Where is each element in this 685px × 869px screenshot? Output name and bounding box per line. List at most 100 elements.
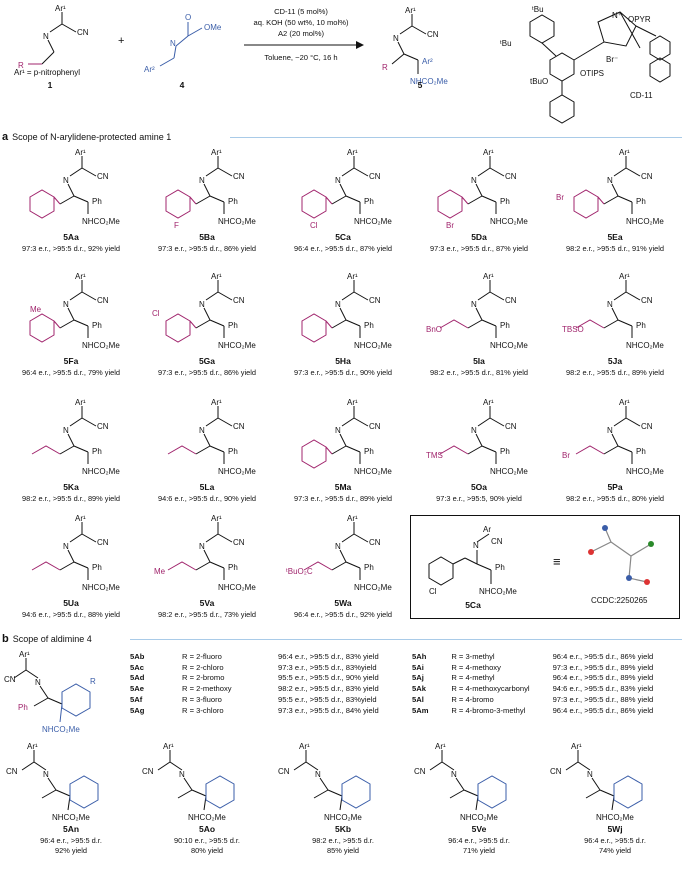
compound-result-selectivity: 96:4 e.r., >95:5 d.r. xyxy=(584,836,646,845)
svg-text:CN: CN xyxy=(641,172,653,181)
compound-result: 97:3 e.r., >95:5 d.r., 86% yield xyxy=(158,368,256,377)
svg-text:NHCO₂Me: NHCO₂Me xyxy=(460,813,498,822)
svg-text:NHCO₂Me: NHCO₂Me xyxy=(42,725,80,734)
svg-text:CN: CN xyxy=(97,538,109,547)
svg-text:Ar¹: Ar¹ xyxy=(619,398,630,407)
table-cell-res: 96:4 e.r., >95:5 d.r., 86% yield xyxy=(552,705,654,715)
table-cell-r: R = 3-methyl xyxy=(451,651,495,661)
svg-text:O: O xyxy=(185,13,191,22)
svg-text:Ph: Ph xyxy=(92,563,102,572)
compound-label: 5Wa xyxy=(334,598,352,608)
svg-text:CN: CN xyxy=(77,28,89,37)
cat-otips: OTIPS xyxy=(580,69,604,78)
svg-text:CN: CN xyxy=(550,767,562,776)
svg-text:NHCO₂Me: NHCO₂Me xyxy=(626,341,664,350)
table-cell-r: R = 4-methoxy xyxy=(451,662,501,672)
compound-label: 5Ao xyxy=(198,824,216,834)
svg-text:Ar¹: Ar¹ xyxy=(483,272,494,281)
svg-text:NHCO₂Me: NHCO₂Me xyxy=(218,583,256,592)
svg-text:CN: CN xyxy=(641,296,653,305)
svg-text:Ar¹: Ar¹ xyxy=(347,272,358,281)
svg-text:Ph: Ph xyxy=(500,197,510,206)
svg-text:N: N xyxy=(199,300,205,309)
compound-result-yield: 74% yield xyxy=(598,846,632,855)
compound-result: 97:3 e.r., >95:5 d.r., 92% yield xyxy=(22,244,120,253)
cat-nplus: N⁺ xyxy=(612,11,622,20)
compound-result: 96:4 e.r., >95:5 d.r., 92% yield xyxy=(294,610,392,619)
svg-text:R: R xyxy=(18,61,24,70)
svg-text:N: N xyxy=(63,176,69,185)
compound-1-label: 1 xyxy=(47,80,53,90)
svg-text:Ph: Ph xyxy=(228,563,238,572)
compound-4-label: 4 xyxy=(179,80,185,90)
compound-result-yield: 85% yield xyxy=(326,846,360,855)
svg-text:N: N xyxy=(471,176,477,185)
compound-result: 96:4 e.r., >95:5 d.r., 79% yield xyxy=(22,368,120,377)
table-cell-r: R = 3-fluoro xyxy=(182,695,222,705)
svg-text:Ar¹: Ar¹ xyxy=(483,398,494,407)
svg-text:CN: CN xyxy=(233,172,245,181)
svg-text:Ph: Ph xyxy=(18,703,28,712)
svg-text:TMS: TMS xyxy=(426,451,443,460)
cond-additive: A2 (20 mol%) xyxy=(277,29,324,38)
svg-text:R: R xyxy=(90,677,96,686)
svg-text:Cl: Cl xyxy=(310,221,318,230)
svg-text:NHCO₂Me: NHCO₂Me xyxy=(324,813,362,822)
compound-label: 5Ma xyxy=(334,482,352,492)
compound-label: 5La xyxy=(199,482,215,492)
svg-text:N: N xyxy=(607,176,613,185)
xray-compound-label: 5Ca xyxy=(465,600,481,610)
section-a-rule xyxy=(230,137,682,138)
svg-text:NHCO₂Me: NHCO₂Me xyxy=(410,77,448,86)
compound-result-selectivity: 96:4 e.r., >95:5 d.r. xyxy=(448,836,510,845)
xray-crystal-structure-image xyxy=(588,525,654,585)
svg-text:CN: CN xyxy=(414,767,426,776)
svg-text:Br: Br xyxy=(562,451,570,460)
cat-opyr: OPYR xyxy=(628,15,651,24)
svg-text:OMe: OMe xyxy=(204,23,222,32)
compound-label: 5Aa xyxy=(63,232,79,242)
svg-text:N: N xyxy=(43,32,49,41)
svg-text:CN: CN xyxy=(233,422,245,431)
svg-text:Ar¹: Ar¹ xyxy=(347,514,358,523)
compound-result: 97:3 e.r., >95:5 d.r., 86% yield xyxy=(158,244,256,253)
compound-result-yield: 92% yield xyxy=(54,846,88,855)
svg-text:N: N xyxy=(199,176,205,185)
svg-text:Ph: Ph xyxy=(500,447,510,456)
svg-text:CN: CN xyxy=(233,538,245,547)
svg-text:Ar¹: Ar¹ xyxy=(299,742,310,751)
svg-text:Ar¹: Ar¹ xyxy=(435,742,446,751)
compound-5-label: 5 xyxy=(417,80,423,90)
table-cell-id: 5Ai xyxy=(412,662,424,672)
svg-text:N: N xyxy=(199,542,205,551)
xray-box: Ar N CN Ph NHCO₂Me Cl 5Ca ≡ CCDC:2250265 xyxy=(410,515,680,619)
compound-label: 5Pa xyxy=(607,482,623,492)
svg-text:Ar¹: Ar¹ xyxy=(19,650,30,659)
svg-text:Ar¹: Ar¹ xyxy=(347,148,358,157)
compound-result: 98:2 e.r., >95:5 d.r., 73% yield xyxy=(158,610,256,619)
svg-text:CN: CN xyxy=(641,422,653,431)
svg-text:Ar¹: Ar¹ xyxy=(619,272,630,281)
compound-label: 5Da xyxy=(471,232,487,242)
svg-text:N: N xyxy=(587,770,593,779)
svg-text:Ph: Ph xyxy=(92,197,102,206)
svg-text:Ar: Ar xyxy=(483,525,491,534)
svg-text:Ph: Ph xyxy=(636,321,646,330)
compound-label: 5Ba xyxy=(199,232,215,242)
svg-text:Ar¹: Ar¹ xyxy=(75,398,86,407)
table-cell-r: R = 4-bromo-3-methyl xyxy=(451,705,526,715)
